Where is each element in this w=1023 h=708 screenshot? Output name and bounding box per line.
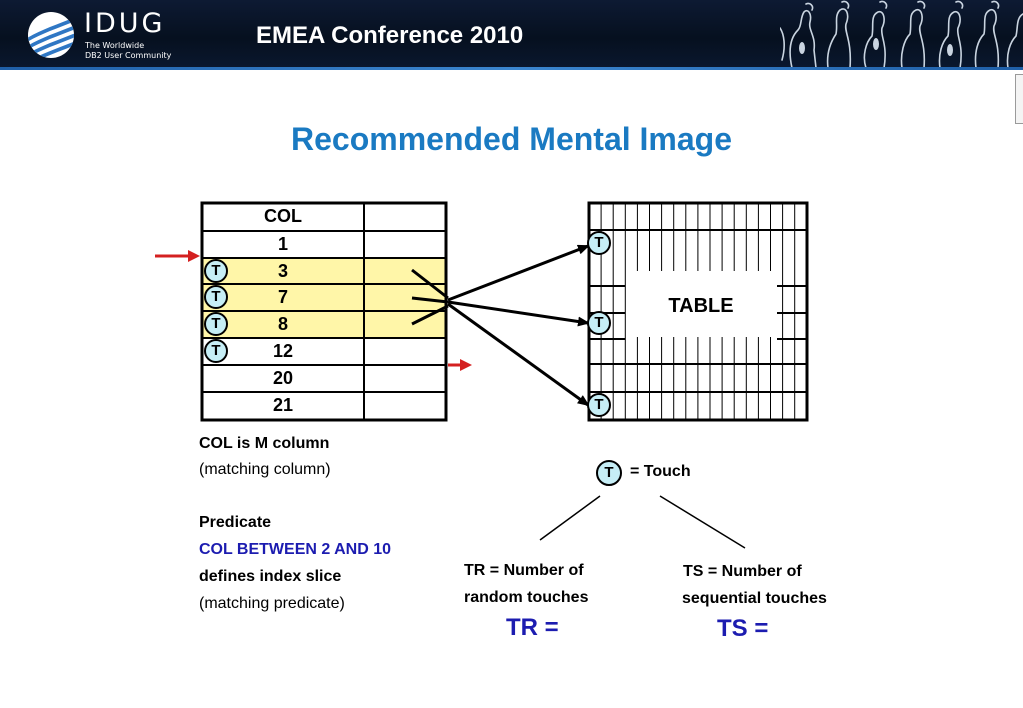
index-row: 7 [277,287,288,307]
logo-name: IDUG [84,8,166,39]
touch-marker: T [587,311,611,335]
logo-tagline: The Worldwide [85,41,145,50]
index-row: 3 [277,261,288,281]
slide-title: Recommended Mental Image [291,121,732,157]
table-label: TABLE [668,295,734,317]
header-stripe [0,67,1023,70]
ts-definition: sequential touches [682,590,827,607]
index-row: 21 [272,395,294,415]
index-row: 12 [272,341,294,361]
red-arrow-icon [448,359,472,371]
index-row: 1 [277,234,288,254]
touch-marker: T [204,285,228,309]
data-table [587,201,809,422]
index-header: COL [264,206,302,226]
side-tab [1015,74,1023,124]
touch-legend-label: = Touch [630,463,691,480]
touch-marker: T [204,312,228,336]
touch-marker: T [587,231,611,255]
tr-equation: TR = [506,614,559,641]
touch-legend-icon: T [596,460,622,486]
branch-lines [539,495,746,549]
tr-definition: random touches [464,589,589,606]
header-banner: IDUG The Worldwide DB2 User Community EM… [0,0,1023,70]
ts-definition: TS = Number of [683,563,802,580]
logo-tagline: DB2 User Community [85,51,172,60]
ts-equation: TS = [717,615,769,642]
touch-marker: T [204,339,228,363]
index-row: 8 [277,314,288,334]
red-arrow-icon [155,250,200,262]
predicate-expression: COL BETWEEN 2 AND 10 [199,541,392,558]
index-slice-highlight [203,258,445,338]
index-table [200,201,448,422]
access-arrows [411,244,590,407]
predicate-note: defines index slice [199,568,342,585]
touch-marker: T [204,259,228,283]
col-note-subtitle: (matching column) [199,461,331,478]
touch-marker: T [587,393,611,417]
predicate-label: Predicate [199,514,272,531]
tr-definition: TR = Number of [464,562,584,579]
crowd-silhouette-image [780,0,1023,68]
index-row: 20 [272,368,294,388]
predicate-subtitle: (matching predicate) [199,595,345,612]
col-note-title: COL is M column [199,435,330,452]
conference-title: EMEA Conference 2010 [256,22,524,49]
globe-icon [28,12,74,58]
